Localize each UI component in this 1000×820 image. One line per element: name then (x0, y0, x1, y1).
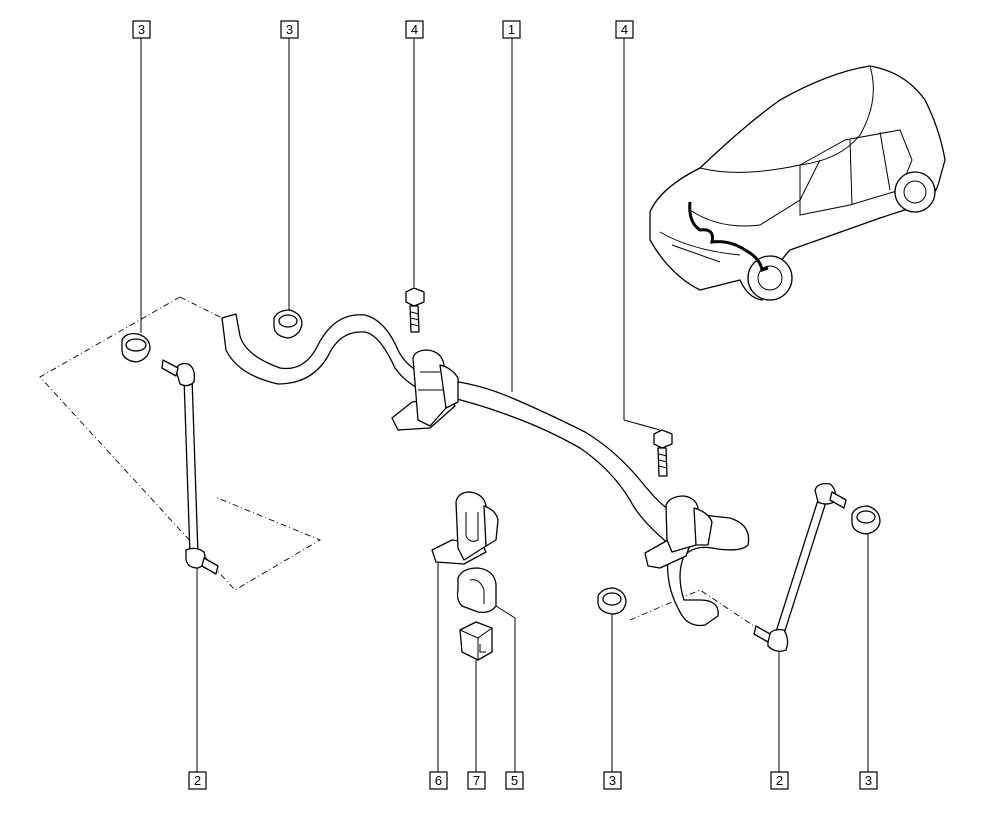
right-bolt (653, 429, 673, 477)
bearing-bracket-part (431, 491, 499, 565)
callout-3-bottom-mid: 3 (603, 771, 622, 790)
leader-lines (140, 38, 869, 772)
callout-5-bottom: 5 (505, 771, 524, 790)
callout-3-top-left: 3 (132, 20, 151, 39)
bush-part (456, 567, 497, 614)
left-bolt (405, 287, 425, 333)
spacer-block-part (459, 621, 493, 661)
callout-4-top-right: 4 (615, 20, 634, 39)
callout-label: 2 (194, 773, 201, 788)
right-drop-link (753, 482, 847, 652)
callout-1-top: 1 (502, 20, 521, 39)
callout-label: 2 (776, 773, 783, 788)
callout-label: 7 (473, 773, 480, 788)
callout-label: 1 (508, 22, 515, 37)
callout-7-bottom: 7 (467, 771, 486, 790)
callout-2-bottom-right: 2 (770, 771, 789, 790)
right-bearing-assembly (644, 495, 713, 569)
callout-6-bottom: 6 (429, 771, 448, 790)
vehicle-location-illustration (649, 65, 946, 301)
top-bar-nut (273, 309, 303, 339)
callout-3-bottom-right: 3 (859, 771, 878, 790)
callout-3-top-mid: 3 (280, 20, 299, 39)
callout-label: 4 (621, 22, 628, 37)
right-bar-nut (597, 587, 627, 615)
right-link-nut (851, 505, 881, 535)
callout-label: 3 (138, 22, 145, 37)
callout-label: 6 (435, 773, 442, 788)
callout-2-bottom-left: 2 (188, 771, 207, 790)
assembly-outline-left (39, 296, 322, 591)
callout-label: 4 (411, 22, 418, 37)
left-bearing-assembly (391, 349, 459, 431)
left-link-nut (121, 332, 151, 363)
callout-4-top-left: 4 (405, 20, 424, 39)
callout-label: 5 (511, 773, 518, 788)
callout-label: 3 (609, 773, 616, 788)
anti-roll-bar (221, 313, 750, 627)
left-drop-link (161, 359, 219, 575)
callout-label: 3 (286, 22, 293, 37)
callout-label: 3 (865, 773, 872, 788)
